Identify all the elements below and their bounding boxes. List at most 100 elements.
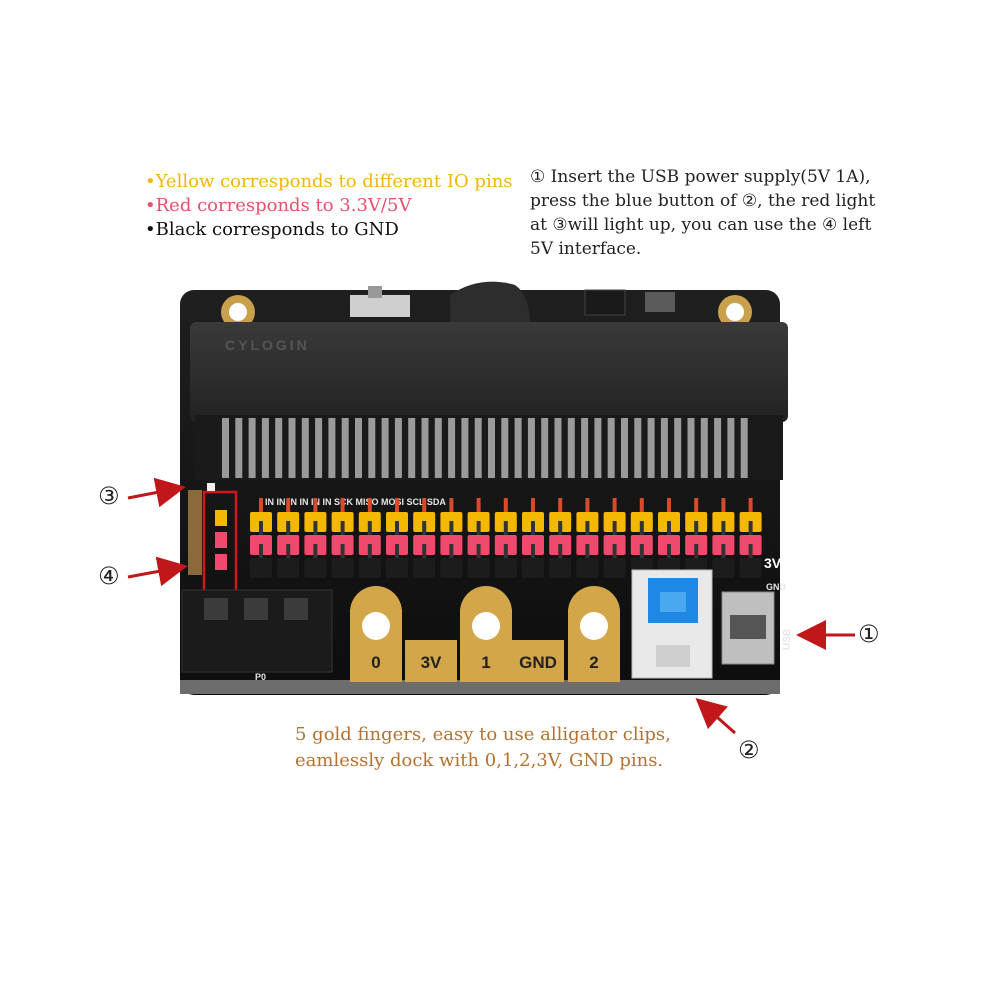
connector-pin — [288, 418, 296, 478]
connector-pins — [222, 418, 748, 478]
gold-finger-gnd: GND — [512, 640, 564, 682]
pin-tip — [558, 498, 563, 512]
gold-finger-label: GND — [519, 653, 557, 672]
gnd-pin — [549, 558, 572, 578]
pin-tip — [694, 544, 699, 558]
pin-tip — [748, 544, 753, 558]
gnd-pin — [440, 558, 463, 578]
gold-finger-note: 5 gold fingers, easy to use alligator cl… — [295, 722, 671, 774]
usb-label: USB — [782, 629, 793, 650]
pin-tip — [503, 521, 508, 535]
connector-pin — [727, 418, 735, 478]
callout-3: ③ — [98, 482, 120, 510]
instructions-line-4: 5V interface. — [530, 239, 642, 259]
color-legend: •Yellow corresponds to different IO pins… — [145, 170, 513, 242]
side-3v-label: 3V — [764, 555, 782, 571]
gold-finger-0: 0 — [350, 586, 402, 682]
legend-black: •Black corresponds to GND — [145, 219, 399, 240]
pin-tip — [721, 498, 726, 512]
gnd-pin — [250, 558, 272, 578]
connector-pin — [261, 418, 269, 478]
instructions-line-2: press the blue button of ②, the red ligh… — [530, 191, 876, 211]
gnd-pin — [331, 558, 354, 578]
pin-tip — [476, 521, 481, 535]
connector-pin — [541, 418, 549, 478]
pin-tip — [395, 498, 399, 512]
usb-instructions: ① Insert the USB power supply(5V 1A), pr… — [530, 165, 890, 261]
note-line-1: 5 gold fingers, easy to use alligator cl… — [295, 724, 671, 745]
pin-tip — [449, 498, 454, 512]
pin-tip — [422, 544, 427, 558]
gold-finger-label: 1 — [481, 653, 490, 672]
arrow-callout-4 — [127, 556, 188, 587]
gnd-pin — [413, 558, 436, 578]
gnd-pin — [386, 558, 408, 578]
legend-yellow: •Yellow corresponds to different IO pins — [145, 171, 513, 192]
connector-pin — [448, 418, 456, 478]
pin-tip — [667, 544, 671, 558]
pin-tip — [721, 521, 726, 535]
pin-tip — [313, 544, 318, 558]
pin-tip — [531, 544, 535, 558]
pin-tip — [449, 521, 454, 535]
connector-pin — [275, 418, 283, 478]
pin-header-silkscreen: IN IN IN IN IN IN SCK MISO MOSI SCL SDA — [265, 497, 446, 507]
connector-pin — [660, 418, 668, 478]
connector-pin — [434, 418, 442, 478]
arrow-callout-3 — [127, 477, 186, 508]
pin-tip — [449, 544, 454, 558]
gold-finger-1: 1 — [460, 586, 512, 682]
connector-pin — [527, 418, 535, 478]
edge-connector: CYLOGIN — [190, 322, 788, 480]
connector-pin — [621, 418, 628, 478]
connector-pin — [554, 418, 562, 478]
connector-pin — [421, 418, 429, 478]
gold-finger-label: 0 — [371, 653, 380, 672]
pin-tip — [612, 498, 617, 512]
pin-tip — [395, 521, 399, 535]
gnd-pin — [494, 558, 517, 578]
instructions-line-3: at ③will light up, you can use the ④ lef… — [530, 215, 872, 235]
pin-tip — [639, 498, 644, 512]
pin-tip — [503, 544, 508, 558]
note-line-2: eamlessly dock with 0,1,2,3V, GND pins. — [295, 750, 664, 771]
pin-tip — [313, 498, 318, 512]
pin-tip — [585, 544, 590, 558]
connector-pin — [474, 418, 482, 478]
gnd-pin — [277, 558, 300, 578]
pin-tip — [422, 498, 427, 512]
gold-finger-label: 3V — [421, 653, 442, 672]
connector-pin — [740, 418, 748, 478]
gold-finger-2: 2 — [568, 586, 620, 682]
side-gnd-label: GND — [766, 582, 787, 592]
pin-tip — [558, 521, 563, 535]
p0-label: P0 — [255, 672, 266, 682]
connector-pin — [714, 418, 722, 478]
gnd-pin — [358, 558, 381, 578]
mounting-holes — [221, 295, 752, 329]
pin-tip — [340, 521, 345, 535]
gnd-pin — [467, 558, 490, 578]
connector-pin — [567, 418, 575, 478]
callout-arrows — [127, 477, 855, 735]
pin-tip — [531, 521, 535, 535]
pin-tip — [667, 521, 671, 535]
connector-pin — [248, 418, 256, 478]
gnd-pin — [576, 558, 599, 578]
pin-tip — [340, 544, 345, 558]
connector-pin — [235, 418, 243, 478]
pin-tip — [667, 498, 671, 512]
pin-tip — [694, 498, 699, 512]
pin-tip — [721, 544, 726, 558]
pin-tip — [612, 544, 617, 558]
connector-pin — [687, 418, 695, 478]
gnd-pin — [603, 558, 626, 578]
gnd-pin — [304, 558, 327, 578]
pin-tip — [286, 521, 291, 535]
pin-tip — [612, 521, 617, 535]
pin-tip — [313, 521, 318, 535]
pin-tip — [286, 498, 291, 512]
pin-tip — [476, 544, 481, 558]
audio-jack: P0 — [181, 589, 333, 682]
